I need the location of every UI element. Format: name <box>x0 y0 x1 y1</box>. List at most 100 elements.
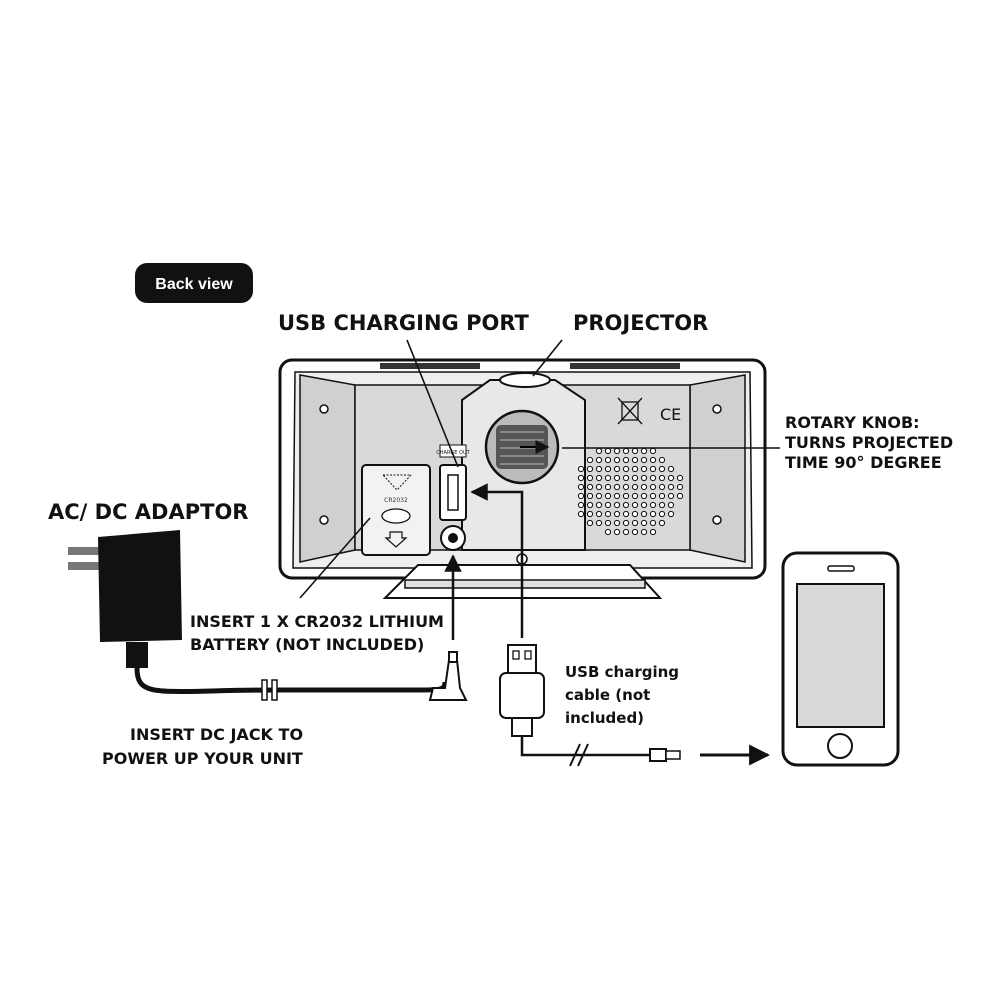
speaker-hole <box>649 492 657 500</box>
speaker-hole <box>649 465 657 473</box>
speaker-hole <box>658 501 666 509</box>
dc-jack-label-line2: POWER UP YOUR UNIT <box>102 749 303 768</box>
speaker-hole <box>649 519 657 527</box>
speaker-hole <box>622 447 630 455</box>
speaker-hole <box>604 501 612 509</box>
rotary-knob-label-line3: TIME 90° DEGREE <box>785 453 942 472</box>
battery-compartment-text: CR2032 <box>384 497 408 504</box>
speaker-hole <box>631 492 639 500</box>
speaker-hole <box>649 501 657 509</box>
speaker-hole <box>676 483 684 491</box>
weee-bin-icon <box>617 397 643 425</box>
back-view-badge: Back view <box>135 263 253 303</box>
speaker-hole <box>577 492 585 500</box>
speaker-hole <box>604 492 612 500</box>
speaker-hole <box>595 447 603 455</box>
speaker-hole <box>613 501 621 509</box>
speaker-hole <box>604 510 612 518</box>
projector-label: PROJECTOR <box>573 311 708 335</box>
speaker-hole <box>649 528 657 536</box>
speaker-hole <box>640 501 648 509</box>
speaker-hole <box>595 483 603 491</box>
smartphone <box>781 551 900 767</box>
speaker-hole <box>667 483 675 491</box>
speaker-hole <box>586 501 594 509</box>
adaptor-label: AC/ DC ADAPTOR <box>48 500 248 524</box>
speaker-hole <box>613 447 621 455</box>
speaker-hole <box>622 456 630 464</box>
speaker-hole <box>613 519 621 527</box>
speaker-hole <box>649 447 657 455</box>
speaker-hole <box>667 474 675 482</box>
speaker-hole <box>658 465 666 473</box>
back-view-badge-text: Back view <box>155 276 233 293</box>
speaker-hole <box>613 483 621 491</box>
speaker-hole <box>622 510 630 518</box>
speaker-hole <box>667 492 675 500</box>
speaker-hole <box>658 492 666 500</box>
speaker-grille <box>577 447 684 536</box>
speaker-hole <box>613 492 621 500</box>
speaker-hole <box>604 456 612 464</box>
dc-jack-label-line1: INSERT DC JACK TO <box>130 725 303 744</box>
speaker-hole <box>586 519 594 527</box>
speaker-hole <box>577 483 585 491</box>
speaker-hole <box>613 474 621 482</box>
speaker-hole <box>640 447 648 455</box>
rotary-knob-label-line1: ROTARY KNOB: <box>785 413 920 432</box>
speaker-hole <box>658 456 666 464</box>
dc-jack-socket <box>440 525 466 551</box>
speaker-hole <box>595 519 603 527</box>
speaker-hole <box>604 519 612 527</box>
speaker-hole <box>640 519 648 527</box>
battery-label-line1: INSERT 1 X CR2032 LITHIUM <box>190 612 444 631</box>
speaker-hole <box>631 456 639 464</box>
speaker-hole <box>631 519 639 527</box>
rotary-knob-label-line2: TURNS PROJECTED <box>785 433 953 452</box>
speaker-hole <box>658 474 666 482</box>
speaker-hole <box>631 465 639 473</box>
speaker-hole <box>640 456 648 464</box>
battery-label-line2: BATTERY (NOT INCLUDED) <box>190 635 424 654</box>
speaker-hole <box>622 483 630 491</box>
speaker-hole <box>595 510 603 518</box>
speaker-hole <box>613 465 621 473</box>
speaker-hole <box>604 474 612 482</box>
speaker-hole <box>622 474 630 482</box>
speaker-hole <box>667 501 675 509</box>
speaker-hole <box>577 465 585 473</box>
speaker-hole <box>577 501 585 509</box>
speaker-hole <box>658 483 666 491</box>
speaker-hole <box>658 510 666 518</box>
speaker-hole <box>649 483 657 491</box>
usb-cable-label-line3: included) <box>565 709 644 727</box>
speaker-hole <box>640 474 648 482</box>
speaker-hole <box>640 465 648 473</box>
speaker-hole <box>595 456 603 464</box>
speaker-hole <box>586 483 594 491</box>
battery-compartment: CR2032 <box>361 464 431 556</box>
speaker-hole <box>586 465 594 473</box>
speaker-hole <box>604 483 612 491</box>
speaker-hole <box>604 528 612 536</box>
usb-cable-label-line2: cable (not <box>565 686 650 704</box>
speaker-hole <box>649 474 657 482</box>
speaker-hole <box>595 492 603 500</box>
speaker-hole <box>631 474 639 482</box>
speaker-hole <box>622 465 630 473</box>
speaker-hole <box>595 501 603 509</box>
ac-dc-adaptor <box>68 530 468 701</box>
speaker-hole <box>577 510 585 518</box>
speaker-hole <box>658 519 666 527</box>
speaker-hole <box>640 492 648 500</box>
speaker-hole <box>631 528 639 536</box>
speaker-hole <box>577 474 585 482</box>
speaker-hole <box>676 474 684 482</box>
speaker-hole <box>631 483 639 491</box>
ce-mark: CE <box>660 405 681 424</box>
port-label-text: CHARGE OUT <box>436 450 470 456</box>
speaker-hole <box>613 510 621 518</box>
speaker-hole <box>595 474 603 482</box>
usb-cable-arrow <box>470 483 524 638</box>
speaker-hole <box>631 447 639 455</box>
